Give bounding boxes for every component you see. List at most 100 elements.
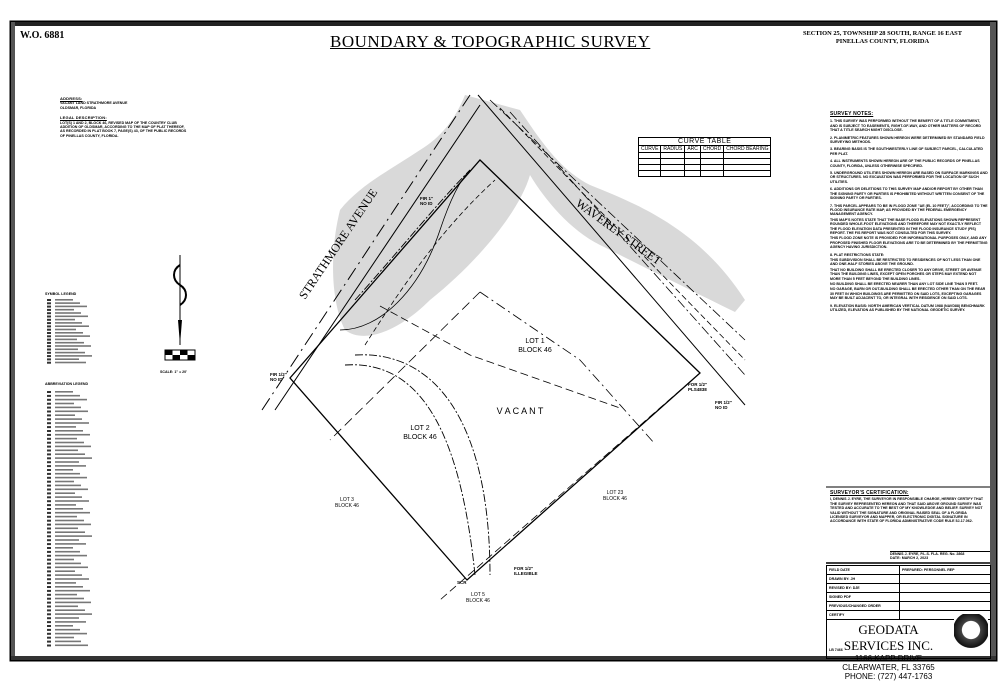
address-block: ADDRESS: VACANT LAND STRATHMORE AVENUE O… <box>60 96 190 138</box>
legend-entry <box>55 492 75 494</box>
certification-heading: SURVEYOR'S CERTIFICATION: <box>830 490 909 496</box>
legend-symbol <box>47 640 51 643</box>
work-order-number: W.O. 6881 <box>20 30 65 41</box>
monument-label: FIR 1" <box>420 196 433 201</box>
legend-entry <box>55 550 80 553</box>
legend-entry <box>55 461 79 463</box>
column-header: RADIUS <box>660 145 686 153</box>
monument-label: NO ID <box>715 405 728 410</box>
legend-entry <box>55 361 86 364</box>
setback-line <box>379 305 621 409</box>
survey-note: 9. ELEVATION BASIS: NORTH AMERICAN VERTI… <box>830 303 985 313</box>
legend-symbol <box>47 469 51 471</box>
company-street: 1166 KAPP DRIVE <box>854 654 923 663</box>
legend-entry <box>55 457 92 459</box>
right-border-strip <box>990 22 996 660</box>
legend-entry <box>55 355 92 357</box>
lot-label: LOT 5 <box>471 592 485 598</box>
legend-entry <box>55 453 85 455</box>
section-township-range: SECTION 25, TOWNSHIP 28 SOUTH, RANGE 16 … <box>775 30 990 45</box>
legend-symbol <box>47 488 51 491</box>
legend-symbol <box>47 418 51 421</box>
legend-symbol <box>47 523 51 526</box>
legend-entry <box>55 593 77 596</box>
legend-entry <box>55 523 91 526</box>
legend-symbol <box>47 445 51 448</box>
title-block-label: CERTIFY <box>827 611 900 619</box>
legend-entry <box>55 318 75 321</box>
curve-line-outer <box>354 354 491 576</box>
column-header: ARC <box>684 145 701 153</box>
legend-symbol <box>47 554 51 557</box>
legend-symbol <box>47 433 51 436</box>
legend-symbol <box>47 625 51 627</box>
legend-symbol <box>47 402 51 405</box>
address-heading: ADDRESS: <box>60 96 83 101</box>
signature-block: DENNIS J. EYRE, P.L.S. FLA. REG. No. 286… <box>890 551 990 561</box>
survey-note: NO BUILDING SHALL BE ERECTED NEARER THAN… <box>830 282 978 286</box>
legend-entry <box>55 601 91 604</box>
lot-label: LOT 1 <box>525 338 544 345</box>
legend-entry <box>55 621 86 623</box>
legend-entry <box>55 500 89 502</box>
strathmore-centerline <box>261 94 471 411</box>
bottom-border-strip <box>11 656 996 660</box>
legend-entry <box>55 558 74 561</box>
title-block-label: PREVIOUS/CHANGED ORDER <box>827 602 900 610</box>
legend-entry <box>55 441 84 444</box>
title-block-label: REVISED BY: DJE <box>827 584 900 592</box>
license-number: LB 7466 <box>829 648 843 652</box>
legend-symbol <box>47 558 51 561</box>
legend-symbol <box>47 338 51 341</box>
legend-entry <box>55 345 91 347</box>
legend-entries <box>47 299 92 647</box>
pavement-edge <box>339 169 471 331</box>
legend-entry <box>55 348 78 351</box>
company-phone: PHONE: (727) 447-1763 <box>844 672 933 681</box>
legend-symbol <box>47 496 51 499</box>
survey-note: 7. THIS PARCEL APPEARS TO BE IN FLOOD ZO… <box>830 203 988 217</box>
legend-symbol <box>47 355 51 358</box>
legend-symbol <box>47 449 51 452</box>
legend-entry <box>55 358 79 360</box>
legend-entry <box>55 640 81 643</box>
surveyor-mascot-logo <box>954 614 988 654</box>
easement-line <box>439 372 701 601</box>
legend-symbol <box>47 511 51 514</box>
legend-symbol <box>47 570 51 573</box>
column-header: CHORD <box>699 145 725 153</box>
title-block-row: PREVIOUS/CHANGED ORDER <box>827 602 990 611</box>
legend-symbol <box>47 617 51 620</box>
legend-entry <box>55 328 76 331</box>
legend-symbol <box>47 426 51 429</box>
legend-entry <box>55 562 81 565</box>
legend-entry <box>55 430 83 432</box>
legend-symbol <box>47 550 51 553</box>
legend-symbol <box>47 605 51 608</box>
top-border-strip <box>11 22 996 26</box>
page-title: BOUNDARY & TOPOGRAPHIC SURVEY <box>330 32 651 51</box>
strathmore-row-line <box>274 104 481 411</box>
legend-symbol <box>47 391 51 393</box>
legend-symbol <box>47 632 51 635</box>
legend-entry <box>55 496 82 498</box>
surveyor-certification: SURVEYOR'S CERTIFICATION: I, DENNIS J. E… <box>830 490 985 524</box>
legend-entry <box>55 589 90 592</box>
legend-entry <box>55 402 74 405</box>
title-block-row: SIGNED PDF <box>827 593 990 602</box>
survey-note: 5. UNDERGROUND UTILITIES SHOWN HEREON AR… <box>830 171 988 184</box>
legend-symbol <box>47 348 51 351</box>
legal-heading: LEGAL DESCRIPTION: <box>60 115 107 121</box>
legend-entry <box>55 636 74 639</box>
legend-symbol <box>47 299 51 301</box>
legend-symbol <box>47 508 51 510</box>
legend-entry <box>55 554 87 557</box>
legend-symbol <box>47 535 51 538</box>
legend-symbol <box>47 305 51 308</box>
legend-symbol <box>47 414 51 417</box>
address-line: VACANT LAND STRATHMORE AVENUE <box>60 101 128 106</box>
monument-label: NO ID <box>420 201 433 206</box>
legend-entry <box>55 449 78 452</box>
monument-label: SCR <box>457 580 467 585</box>
